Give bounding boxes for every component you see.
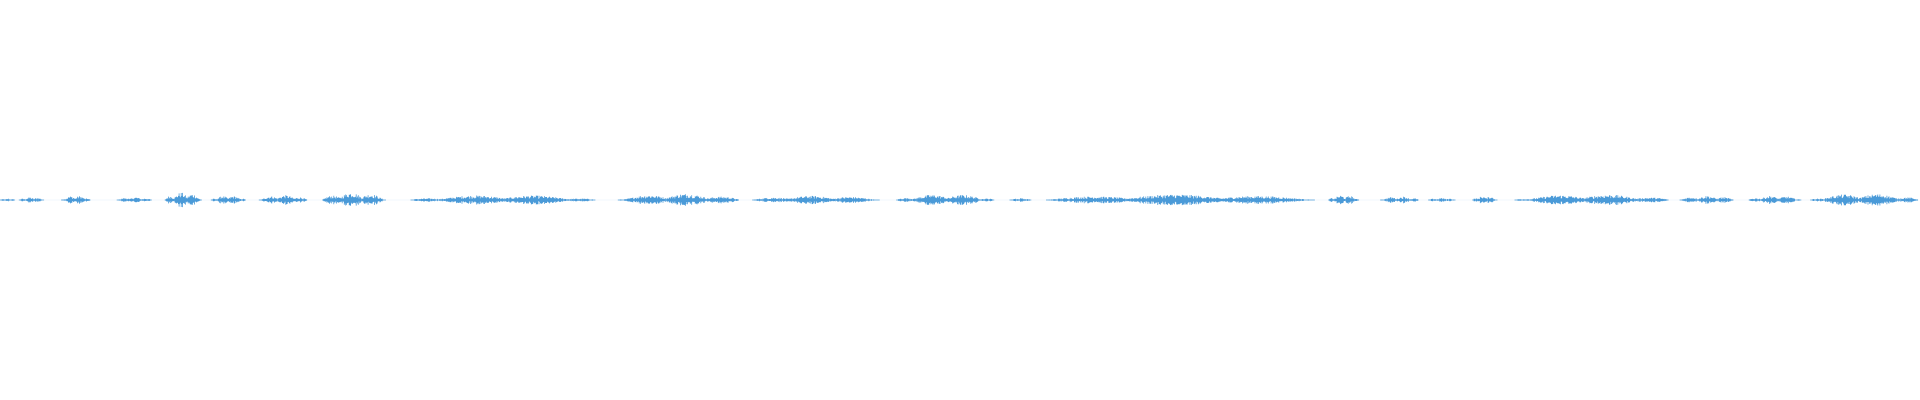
waveform-segment bbox=[1748, 196, 1802, 204]
waveform-segment bbox=[896, 195, 995, 205]
waveform-segment bbox=[617, 194, 739, 206]
waveform-segment bbox=[18, 197, 45, 203]
waveform-segment bbox=[1046, 194, 1315, 206]
waveform-segment bbox=[1810, 194, 1919, 206]
waveform-segment bbox=[210, 196, 246, 204]
waveform-segment bbox=[1428, 198, 1456, 202]
waveform-segment bbox=[1679, 196, 1734, 204]
waveform-segment bbox=[164, 192, 202, 208]
waveform-segment bbox=[1009, 198, 1032, 202]
waveform-segment bbox=[322, 194, 386, 206]
waveform-segment bbox=[258, 195, 308, 205]
waveform-segment bbox=[752, 195, 880, 205]
waveform-segment bbox=[1328, 195, 1360, 205]
waveform-segment bbox=[410, 195, 596, 205]
waveform-segment bbox=[1472, 196, 1498, 204]
waveform-segment bbox=[116, 197, 152, 203]
waveform-segment bbox=[61, 196, 91, 204]
waveform-segment bbox=[1380, 196, 1419, 204]
waveform-segment bbox=[0, 198, 16, 202]
waveform-trace bbox=[0, 192, 1919, 208]
waveform-segment bbox=[1514, 195, 1669, 205]
